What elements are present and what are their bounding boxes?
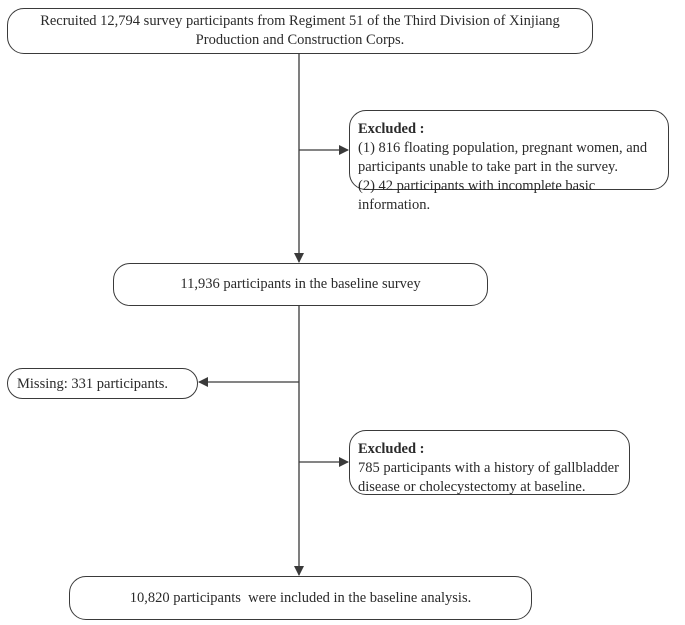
- baseline-text: 11,936 participants in the baseline surv…: [180, 276, 421, 292]
- excluded-1-line-1: (1) 816 floating population, pregnant wo…: [358, 140, 648, 156]
- excluded-1-line-3: (2) 42 participants with incomplete basi…: [358, 178, 596, 213]
- analysis-box: 10,820 participants were included in the…: [69, 576, 532, 620]
- excluded-box-2: Excluded : 785 participants with a histo…: [349, 430, 630, 495]
- excluded-box-1: Excluded : (1) 816 floating population, …: [349, 110, 669, 213]
- excluded-1-line-2: participants unable to take part in the …: [358, 159, 618, 175]
- excluded-2-line-2: disease or cholecystectomy at baseline.: [358, 479, 586, 495]
- excluded-2-line-1: 785 participants with a history of gallb…: [358, 460, 619, 476]
- missing-box: Missing: 331 participants.: [7, 368, 198, 399]
- excluded-1-heading: Excluded :: [358, 121, 425, 137]
- recruited-line-1: Recruited 12,794 survey participants fro…: [40, 13, 560, 29]
- baseline-box: 11,936 participants in the baseline surv…: [113, 263, 488, 306]
- recruited-box: Recruited 12,794 survey participants fro…: [7, 8, 593, 54]
- excluded-2-heading: Excluded :: [358, 441, 425, 457]
- analysis-text: 10,820 participants were included in the…: [129, 589, 472, 606]
- recruited-line-2: Production and Construction Corps.: [195, 32, 405, 48]
- missing-text: Missing: 331 participants.: [17, 376, 169, 392]
